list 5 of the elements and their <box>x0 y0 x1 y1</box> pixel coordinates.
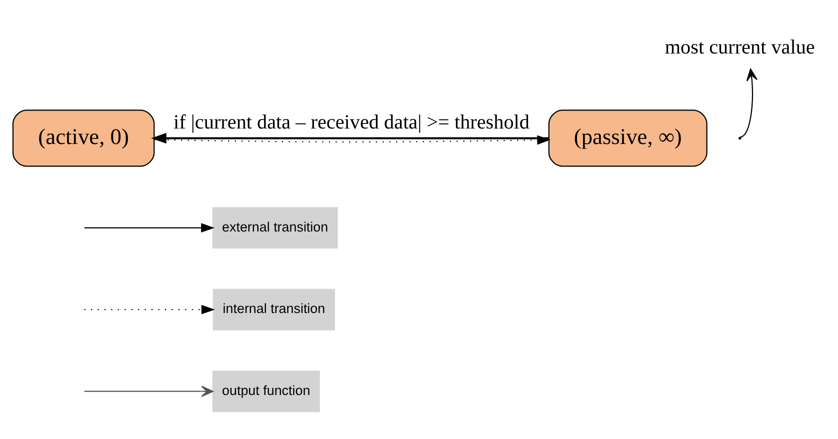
legend-label: output function <box>222 382 310 398</box>
legend-label: internal transition <box>222 300 326 316</box>
legend-label: external transition <box>222 218 328 234</box>
edge-label: if |current data – received data| >= threshold <box>174 111 530 134</box>
node-text: most current value <box>664 36 815 58</box>
